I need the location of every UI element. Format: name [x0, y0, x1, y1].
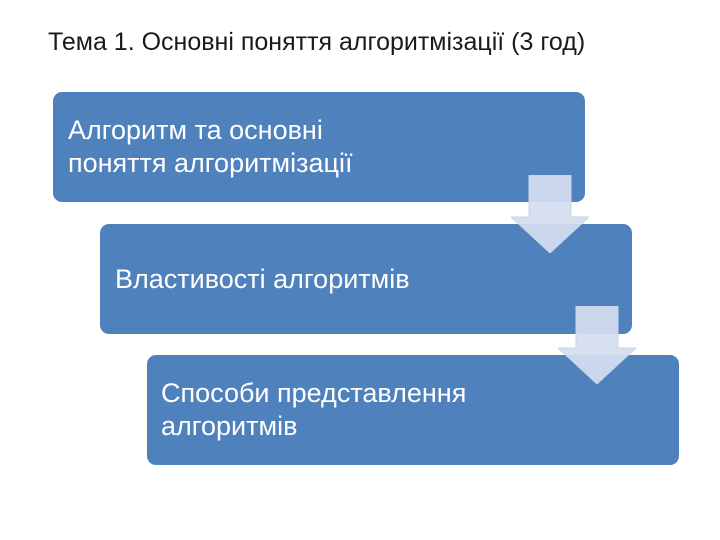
process-step-2-text: Властивості алгоритмів: [115, 263, 410, 296]
process-step-1-text: Алгоритм та основні поняття алгоритмізац…: [68, 114, 352, 180]
process-step-3-line-1: Способи представлення: [161, 378, 467, 408]
process-step-3-line-2: алгоритмів: [161, 411, 298, 441]
down-arrow-icon: [511, 175, 589, 253]
down-arrow-icon: [558, 306, 636, 384]
process-step-3: Способи представлення алгоритмів: [147, 355, 679, 465]
slide-title: Тема 1. Основні поняття алгоритмізації (…: [48, 28, 586, 56]
process-step-1-line-2: поняття алгоритмізації: [68, 148, 353, 178]
process-step-2-line-1: Властивості алгоритмів: [115, 263, 410, 294]
process-step-1-line-1: Алгоритм та основні: [68, 115, 323, 145]
process-step-3-text: Способи представлення алгоритмів: [161, 377, 466, 443]
process-step-1: Алгоритм та основні поняття алгоритмізац…: [53, 92, 585, 202]
